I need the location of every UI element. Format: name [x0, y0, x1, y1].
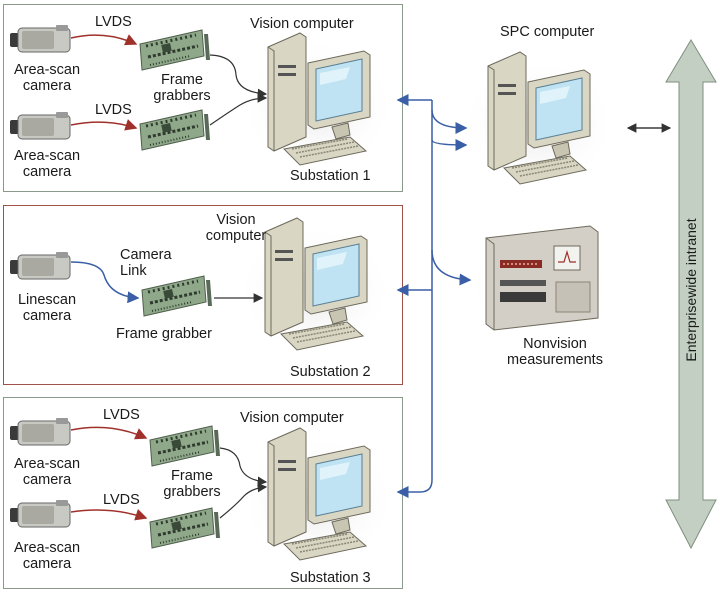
s3-lvds-label-1: LVDS: [103, 407, 140, 423]
substation-1-camera-2: [9, 111, 71, 140]
nonvision-label-l1: Nonvision: [523, 336, 587, 352]
substation-1-grabber-link-2: [209, 93, 268, 126]
s2-camera-link-label-l1: Camera: [120, 247, 172, 263]
substation-3-grabber-link-2: [219, 482, 268, 519]
s3-camera-1-label-l2: camera: [22, 472, 72, 488]
substation-3-lvds-link-2: [70, 508, 148, 521]
substation-1-lvds-link-1: [70, 34, 138, 46]
s3-grabbers-label-l2: grabbers: [163, 484, 221, 500]
s3-vision-computer-label: Vision computer: [240, 410, 344, 426]
s1-camera-2-label-l1: Area-scan: [13, 148, 81, 164]
substation-1-frame-grabber-2: [138, 108, 212, 152]
substation-1-grabber-link-1: [209, 54, 268, 99]
s1-camera-1-label-l1: Area-scan: [13, 62, 81, 78]
s3-lvds-label-2: LVDS: [103, 492, 140, 508]
spc-computer-label: SPC computer: [500, 24, 595, 40]
intranet-label: Enterprisewide intranet: [683, 218, 699, 362]
s1-camera-2-label: Area-scan camera: [6, 148, 88, 180]
intranet-label-wrap: Enterprisewide intranet: [671, 90, 711, 490]
s2-vision-computer-label-l1: Vision: [216, 212, 256, 228]
substation-2-frame-grabber: [140, 274, 214, 318]
network-backbone: [396, 94, 472, 498]
s1-lvds-label-1: LVDS: [95, 14, 132, 30]
substation-3-lvds-link-1: [70, 426, 148, 440]
substation-2-label: Substation 2: [290, 364, 371, 380]
s2-camera-label: Linescan camera: [6, 292, 88, 324]
substation-2-camera: [9, 251, 71, 280]
substation-2-camera-link: [70, 261, 140, 304]
substation-1-label: Substation 1: [290, 168, 371, 184]
s1-grabbers-label-l1: Frame: [161, 72, 203, 88]
spc-computer: [459, 51, 617, 191]
s3-camera-2-label: Area-scan camera: [6, 540, 88, 572]
s2-grabber-label: Frame grabber: [116, 326, 212, 342]
substation-1-camera-1: [9, 24, 71, 53]
substation-3-frame-grabber-2: [148, 506, 222, 550]
s2-camera-link-label: Camera Link: [120, 247, 172, 279]
s1-camera-2-label-l2: camera: [22, 164, 72, 180]
s1-lvds-label-2: LVDS: [95, 102, 132, 118]
s1-camera-1-label-l2: camera: [22, 78, 72, 94]
substation-3-vision-computer: [239, 427, 397, 567]
s1-grabbers-label: Frame grabbers: [140, 72, 224, 104]
s2-vision-computer-label-l2: computer: [205, 228, 267, 244]
s3-camera-1-label: Area-scan camera: [6, 456, 88, 488]
s2-camera-label-l1: Linescan: [17, 292, 77, 308]
s3-camera-2-label-l2: camera: [22, 556, 72, 572]
s3-camera-1-label-l1: Area-scan: [13, 456, 81, 472]
s1-vision-computer-label: Vision computer: [250, 16, 354, 32]
substation-3-grabber-link-1: [219, 447, 268, 487]
substation-3-camera-2: [9, 499, 71, 528]
s3-grabbers-label: Frame grabbers: [150, 468, 234, 500]
substation-3-camera-1: [9, 417, 71, 446]
substation-1-frame-grabber-1: [138, 28, 212, 72]
intranet-bar: [665, 39, 717, 550]
s2-vision-computer-label: Vision computer: [200, 212, 272, 244]
s3-grabbers-label-l1: Frame: [171, 468, 213, 484]
substation-3-label: Substation 3: [290, 570, 371, 586]
s2-camera-label-l2: camera: [22, 308, 72, 324]
s1-grabbers-label-l2: grabbers: [153, 88, 211, 104]
nonvision-label-l2: measurements: [507, 352, 603, 368]
s3-camera-2-label-l1: Area-scan: [13, 540, 81, 556]
nonvision-label: Nonvision measurements: [490, 336, 620, 368]
s2-camera-link-label-l2: Link: [120, 263, 147, 279]
substation-1-vision-computer: [239, 32, 397, 172]
s1-camera-1-label: Area-scan camera: [6, 62, 88, 94]
nonvision-instrument: [468, 225, 612, 334]
substation-1-lvds-link-2: [70, 119, 138, 131]
substation-3-frame-grabber-1: [148, 424, 222, 468]
